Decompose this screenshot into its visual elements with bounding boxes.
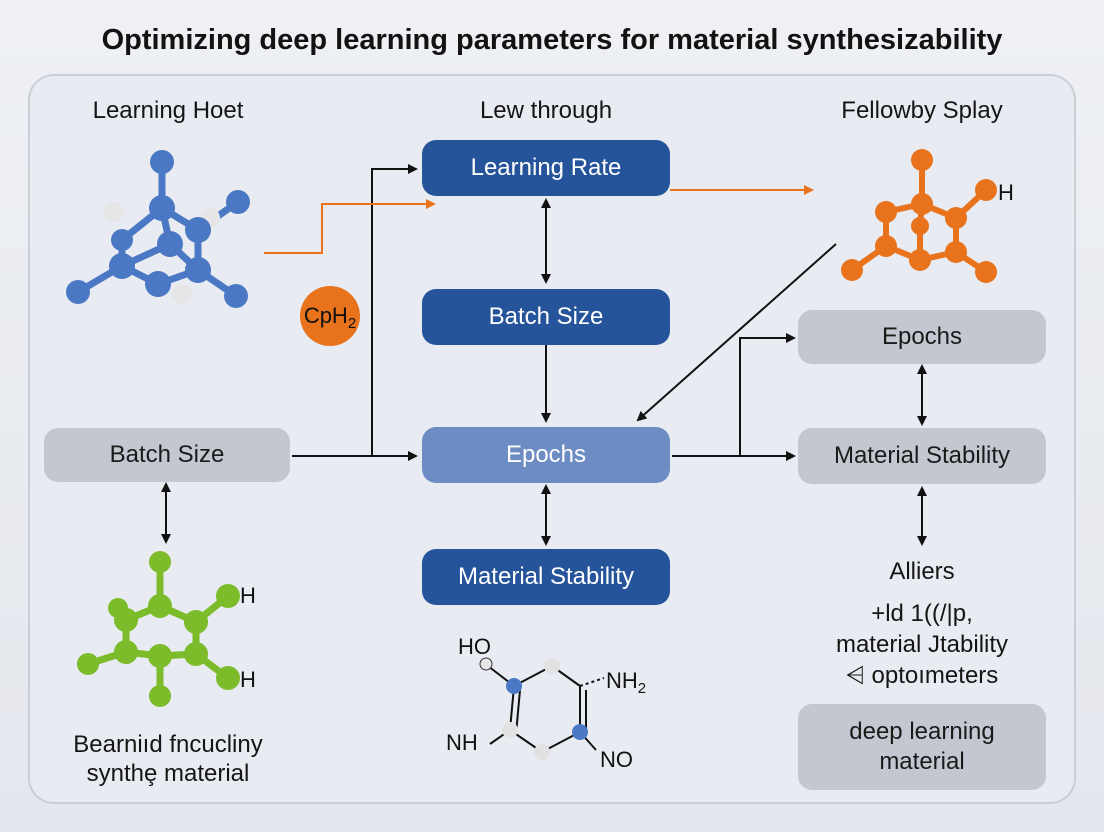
header-center: Lew through [479,97,613,124]
cph2-badge [300,286,360,346]
green-molecule-atoms [77,551,240,707]
epochs-center-box: Epochs [422,427,670,483]
batch-size-left-box: Batch Size [44,428,290,482]
header-left: Learning Hoet [92,97,244,124]
orange-h-label: H [998,180,1014,205]
cph2-label: CpH2 [304,303,356,332]
batch-size-center-box: Batch Size [422,289,670,345]
header-right: Fellowby Splay [841,97,1003,124]
arrow-to-epochs-right [739,333,796,456]
orange-arrow-left [264,199,436,254]
ring-molecule-atoms [479,657,588,760]
material-stability-center-box: Material Stability [422,549,670,605]
left-caption: Bearniıd fncucliny synthȩ material [73,731,263,787]
right-caption-body: +ld 1((/|p, material Jtability ⩤ optoıme… [835,600,1009,689]
page-title: Optimizing deep learning parameters for … [101,24,1003,56]
deep-learning-material-box: deep learning material [798,704,1046,790]
blue-molecule-atoms [66,150,250,308]
ring-no-label: NO [600,747,633,772]
material-stability-right-box: Material Stability [798,428,1046,484]
ring-nh2-label: NH2 [606,668,646,697]
green-h-bottom-label: H [240,667,256,692]
ring-molecule [487,665,605,753]
orange-molecule-atoms [841,149,997,283]
arrow-orange-to-epochs [636,243,837,422]
ring-nh-label: NH [446,730,478,755]
right-caption-title: Alliers [889,558,955,585]
green-h-top-label: H [240,583,256,608]
epochs-right-box: Epochs [798,310,1046,364]
arrow-to-learning-rate [371,164,418,456]
green-molecule [84,558,232,700]
ring-ho-label: HO [458,634,491,659]
learning-rate-box: Learning Rate [422,140,670,196]
